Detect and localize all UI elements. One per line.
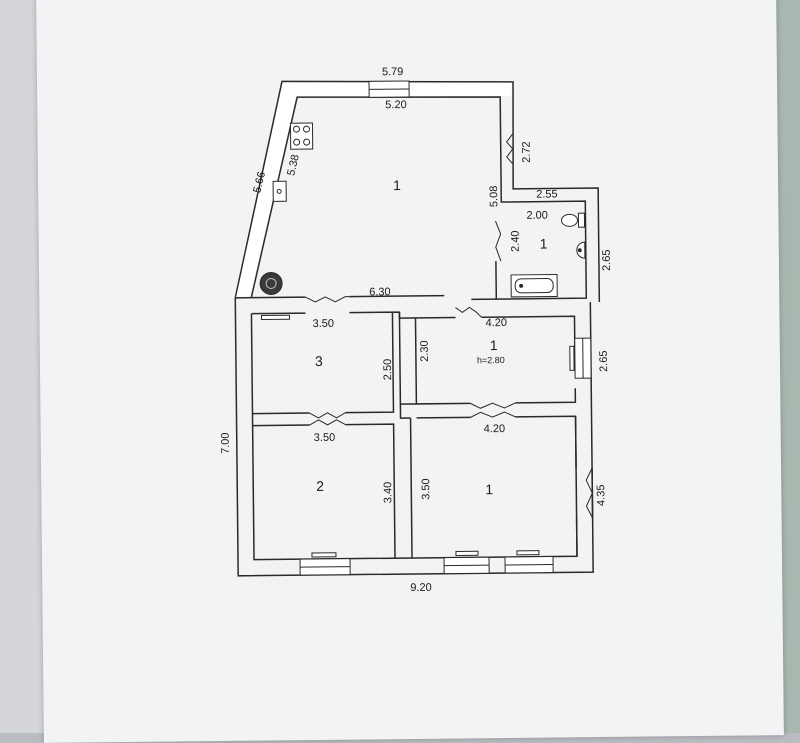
dim-room1-left: 3.50 (420, 478, 432, 500)
dim-bath-right: 2.65 (601, 249, 613, 271)
dim-middle-wall: 6.30 (369, 286, 391, 298)
dim-bottom-outer: 9.20 (410, 582, 432, 594)
room1-walls (411, 416, 593, 558)
dim-left-slant-inner: 5.38 (285, 153, 302, 177)
room-number-hall: 1 (490, 337, 498, 353)
room1-partition (400, 404, 410, 418)
radiator-icon (517, 551, 539, 555)
room-number-bathroom: 1 (540, 236, 548, 252)
dim-bath-left: 2.40 (510, 230, 522, 252)
dim-bath-top-outer: 2.55 (536, 188, 558, 200)
door-icon (470, 403, 515, 408)
door-icon (309, 413, 345, 418)
toilet-icon (561, 213, 584, 227)
room-number-kitchen: 1 (393, 177, 401, 193)
door-icon (507, 134, 513, 164)
dim-kitchen-right-upper: 2.72 (521, 141, 533, 163)
sink-icon (273, 181, 286, 201)
room-number-3: 3 (315, 353, 323, 369)
room-labels: 1 1 1 3 2 1 (313, 176, 550, 499)
door-icon (455, 307, 481, 317)
dim-top-outer: 5.79 (382, 66, 404, 78)
middle-wall-bottom (251, 310, 574, 361)
dim-room1-top: 4.20 (484, 423, 506, 435)
floor-plan: 5.79 5.20 5.66 5.38 2.72 5.08 2.55 2.00 … (36, 0, 784, 743)
radiator-icon (456, 551, 478, 555)
room-number-1: 1 (485, 481, 493, 497)
dim-hall-top: 4.20 (485, 317, 507, 329)
dim-room2-right: 3.40 (382, 482, 394, 504)
dim-hall-left: 2.30 (419, 340, 431, 362)
main-inner-wall (251, 310, 577, 559)
walls (233, 78, 602, 576)
paper-sheet: 5.79 5.20 5.66 5.38 2.72 5.08 2.55 2.00 … (36, 0, 784, 743)
room-number-2: 2 (316, 478, 324, 494)
bathtub-icon (511, 274, 557, 296)
dim-room3-top: 3.50 (312, 318, 334, 330)
dim-room3-right: 2.50 (382, 359, 394, 381)
radiator-icon (570, 346, 574, 370)
door-icon (470, 412, 515, 417)
door-icon (495, 221, 500, 261)
dim-hall-right: 2.65 (598, 350, 610, 372)
dim-room1-right: 4.35 (595, 485, 607, 507)
middle-wall-top (235, 295, 496, 302)
door-icon (305, 297, 349, 302)
dim-room2-top: 3.50 (314, 432, 336, 444)
dim-left-outer: 7.00 (220, 432, 232, 454)
washbasin-icon (577, 242, 585, 258)
dim-bath-top-inner: 2.00 (526, 210, 548, 222)
door-icon (310, 420, 346, 425)
radiator-icon (261, 315, 289, 319)
stove-icon (290, 123, 312, 149)
main-outer-wall (235, 294, 593, 576)
dim-kitchen-right-lower: 5.08 (488, 186, 500, 208)
dim-top-inner: 5.20 (385, 99, 407, 111)
radiator-icon (312, 553, 336, 557)
boiler-icon (260, 272, 282, 294)
dim-hall-height: h=2.80 (477, 355, 505, 365)
windows (295, 79, 593, 575)
